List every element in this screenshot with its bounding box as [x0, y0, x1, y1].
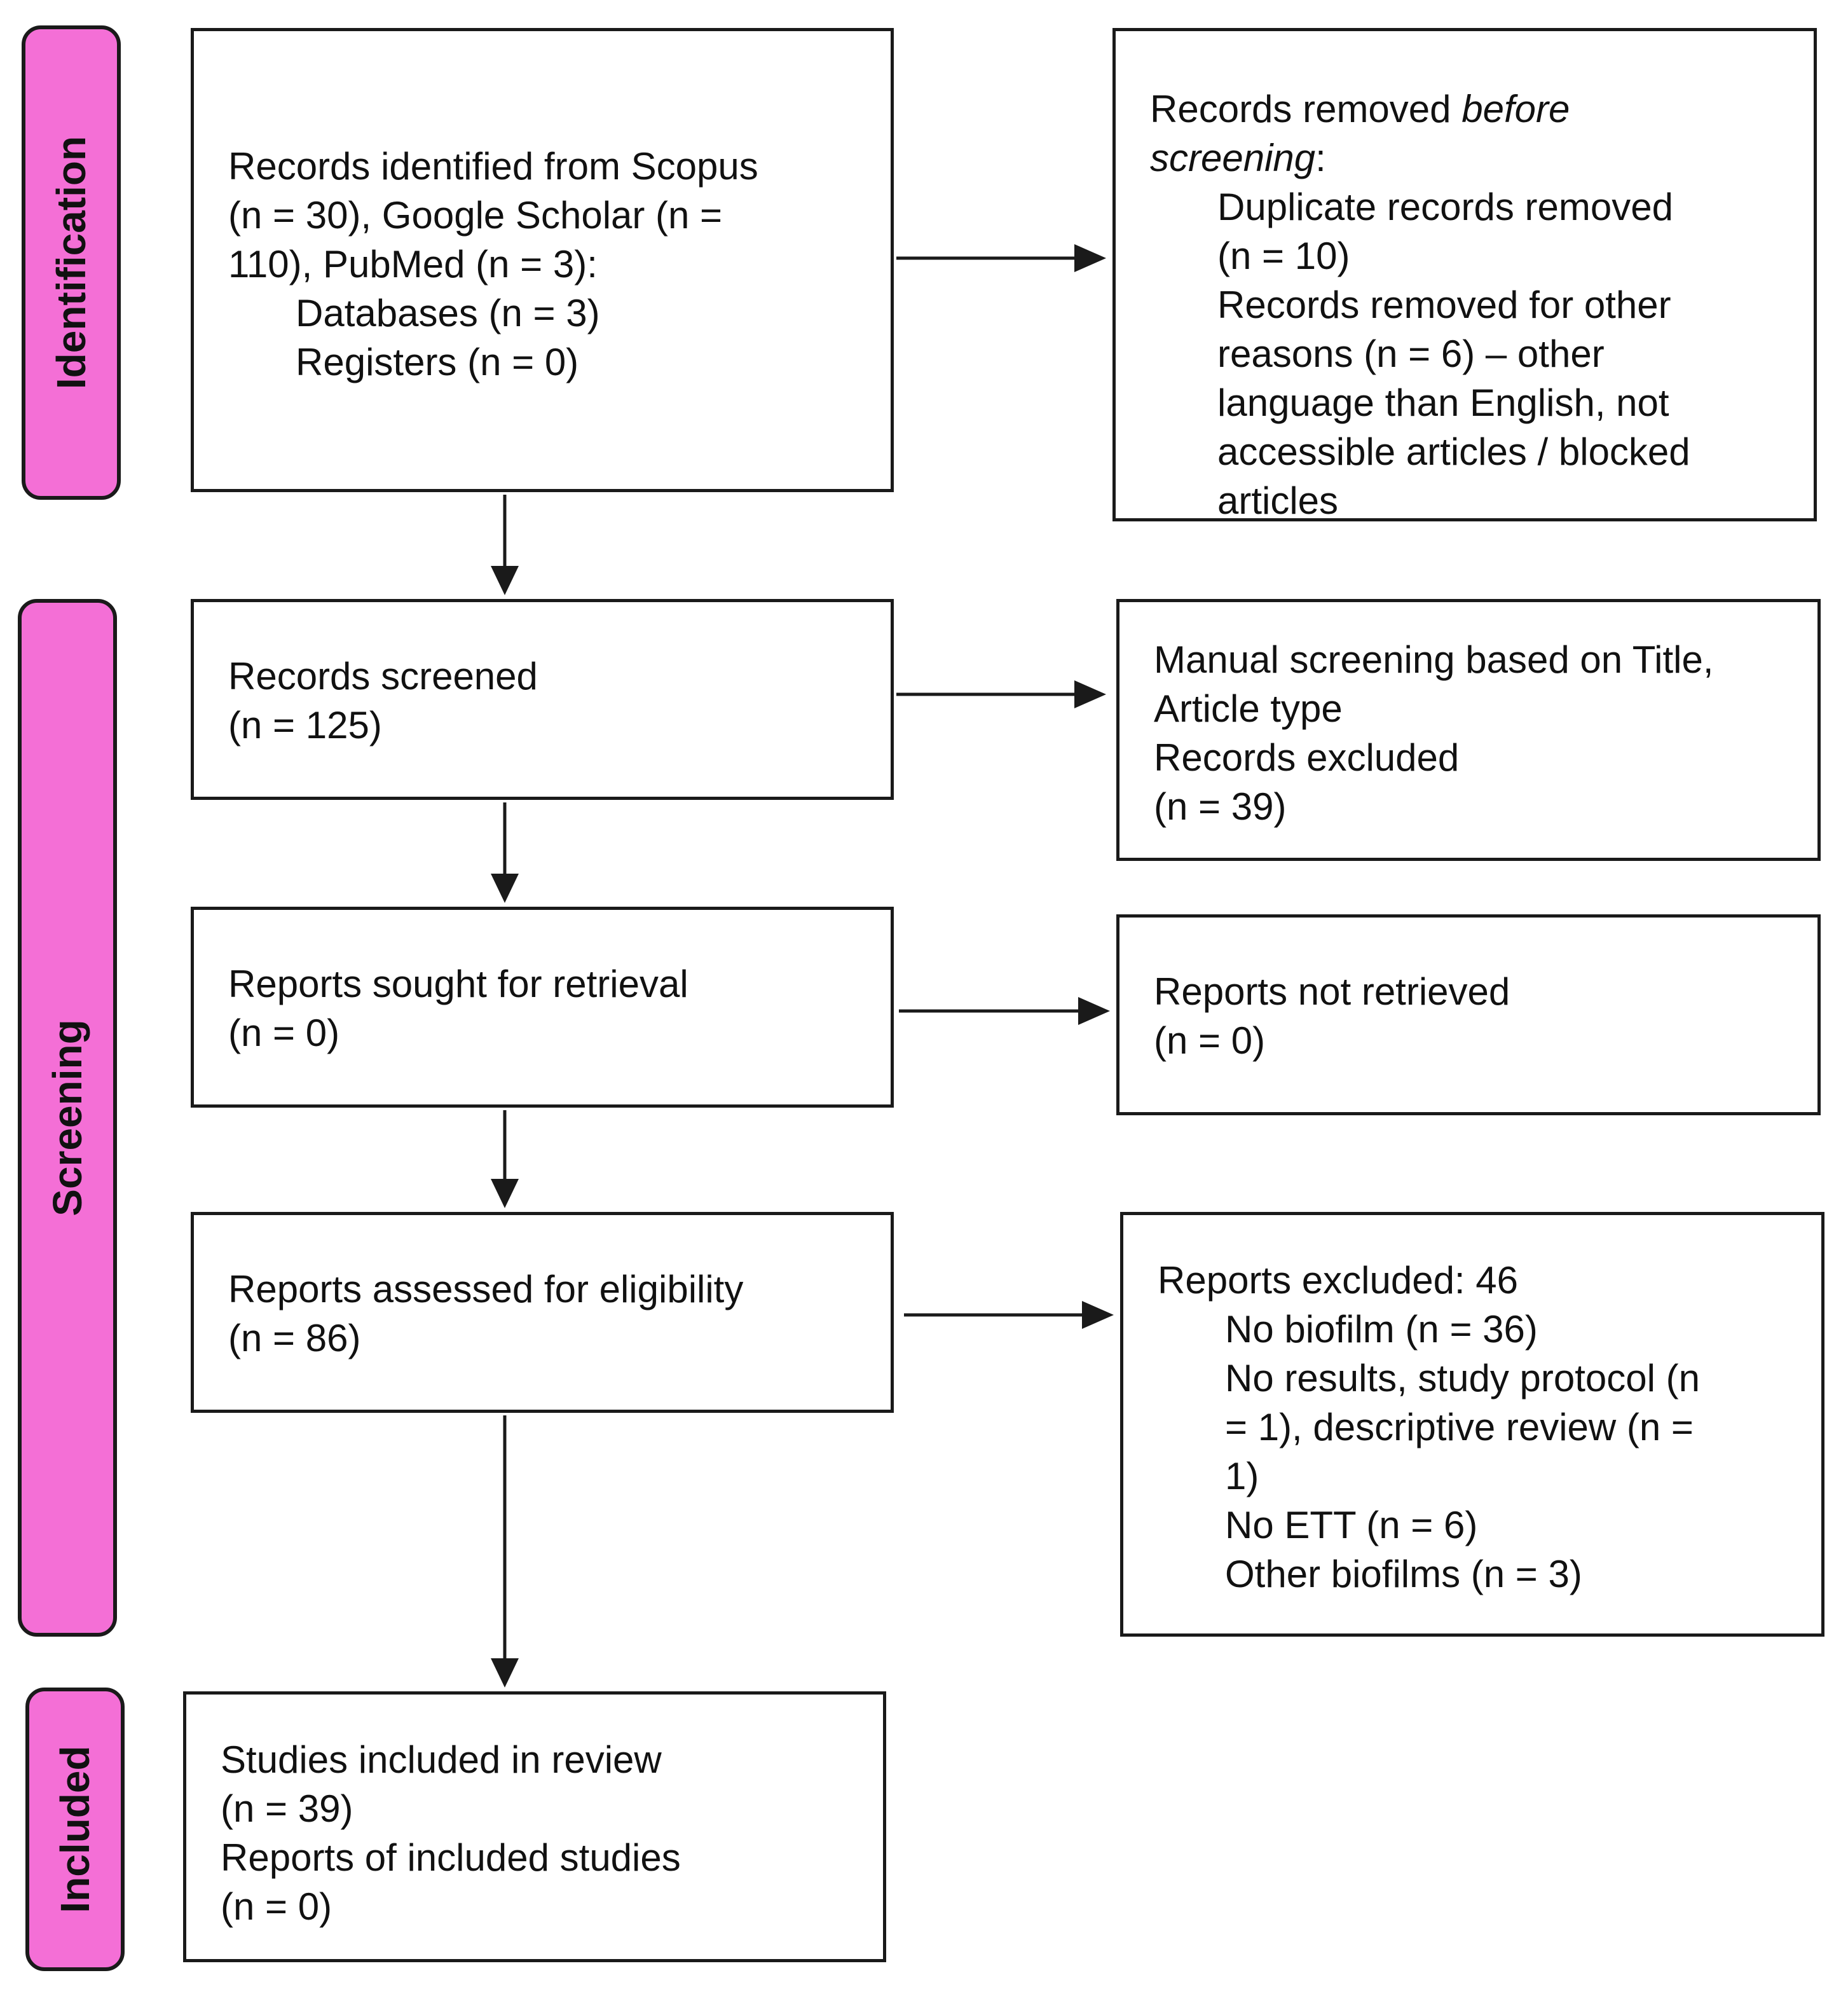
identified-registers: Registers (n = 0)	[296, 341, 579, 383]
identified-databases: Databases (n = 3)	[296, 292, 600, 334]
identified-line-3: 110), PubMed (n = 3):	[228, 243, 598, 285]
sought-line-1: Reports sought for retrieval	[228, 963, 688, 1005]
removed-title-italic: before	[1461, 88, 1570, 130]
phase-identification: Identification	[22, 25, 121, 500]
removed-sub-7: articles	[1217, 479, 1339, 522]
removed-title-italic-2: screening	[1150, 137, 1316, 179]
included-line-4: (n = 0)	[221, 1885, 332, 1928]
box-manual-screening: Manual screening based on Title, Article…	[1116, 599, 1821, 861]
box-records-identified: Records identified from Scopus (n = 30),…	[191, 28, 894, 492]
manual-line-2: Article type	[1154, 687, 1343, 730]
arrow-screened-to-manual	[896, 680, 1106, 708]
arrow-sought-to-not-retrieved	[899, 997, 1110, 1025]
sought-line-2: (n = 0)	[228, 1012, 340, 1054]
excluded-sub-1: No biofilm (n = 36)	[1225, 1308, 1538, 1351]
manual-line-3: Records excluded	[1154, 736, 1460, 779]
not-retrieved-line-1: Reports not retrieved	[1154, 970, 1510, 1013]
excluded-sub-6: Other biofilms (n = 3)	[1225, 1553, 1582, 1595]
assessed-line-2: (n = 86)	[228, 1317, 361, 1359]
arrow-screened-to-sought	[491, 802, 519, 903]
screened-line-1: Records screened	[228, 655, 538, 698]
screened-line-2: (n = 125)	[228, 704, 382, 746]
identified-line-1: Records identified from Scopus	[228, 145, 758, 188]
box-records-removed: Records removed before screening: Duplic…	[1112, 28, 1817, 522]
manual-line-4: (n = 39)	[1154, 785, 1287, 828]
assessed-line-1: Reports assessed for eligibility	[228, 1268, 744, 1310]
box-reports-assessed: Reports assessed for eligibility (n = 86…	[191, 1212, 894, 1413]
excluded-sub-4: 1)	[1225, 1455, 1259, 1497]
included-line-3: Reports of included studies	[221, 1836, 681, 1879]
arrow-identified-to-removed	[896, 244, 1106, 272]
included-line-2: (n = 39)	[221, 1787, 353, 1830]
box-reports-not-retrieved: Reports not retrieved (n = 0)	[1116, 914, 1821, 1115]
not-retrieved-line-2: (n = 0)	[1154, 1019, 1266, 1062]
removed-sub-4: reasons (n = 6) – other	[1217, 333, 1605, 375]
removed-title-text: Records removed	[1150, 88, 1462, 130]
removed-title-line-1: Records removed before	[1150, 85, 1814, 134]
box-reports-excluded: Reports excluded: 46 No biofilm (n = 36)…	[1120, 1212, 1824, 1637]
removed-sub-3: Records removed for other	[1217, 284, 1671, 326]
arrow-assessed-to-excluded	[904, 1301, 1114, 1329]
removed-title-line-2: screening:	[1150, 134, 1814, 182]
box-reports-sought: Reports sought for retrieval (n = 0)	[191, 907, 894, 1108]
removed-title-colon: :	[1315, 137, 1326, 179]
removed-sub-5: language than English, not	[1217, 382, 1669, 424]
arrow-sought-to-assessed	[491, 1110, 519, 1208]
manual-line-1: Manual screening based on Title,	[1154, 638, 1714, 681]
excluded-title: Reports excluded: 46	[1158, 1259, 1519, 1302]
excluded-sub-5: No ETT (n = 6)	[1225, 1504, 1478, 1546]
identified-line-2: (n = 30), Google Scholar (n =	[228, 194, 723, 237]
excluded-sub-2: No results, study protocol (n	[1225, 1357, 1700, 1399]
phase-screening: Screening	[18, 599, 117, 1637]
box-records-screened: Records screened (n = 125)	[191, 599, 894, 800]
excluded-sub-3: = 1), descriptive review (n =	[1225, 1406, 1694, 1448]
included-line-1: Studies included in review	[221, 1738, 662, 1781]
phase-included: Included	[25, 1688, 125, 1971]
arrow-identified-to-screened	[491, 495, 519, 595]
arrow-assessed-to-included	[491, 1415, 519, 1688]
removed-sub-2: (n = 10)	[1217, 235, 1350, 277]
removed-sub-6: accessible articles / blocked	[1217, 430, 1690, 473]
removed-sub-1: Duplicate records removed	[1217, 186, 1673, 228]
box-studies-included: Studies included in review (n = 39) Repo…	[183, 1691, 886, 1962]
